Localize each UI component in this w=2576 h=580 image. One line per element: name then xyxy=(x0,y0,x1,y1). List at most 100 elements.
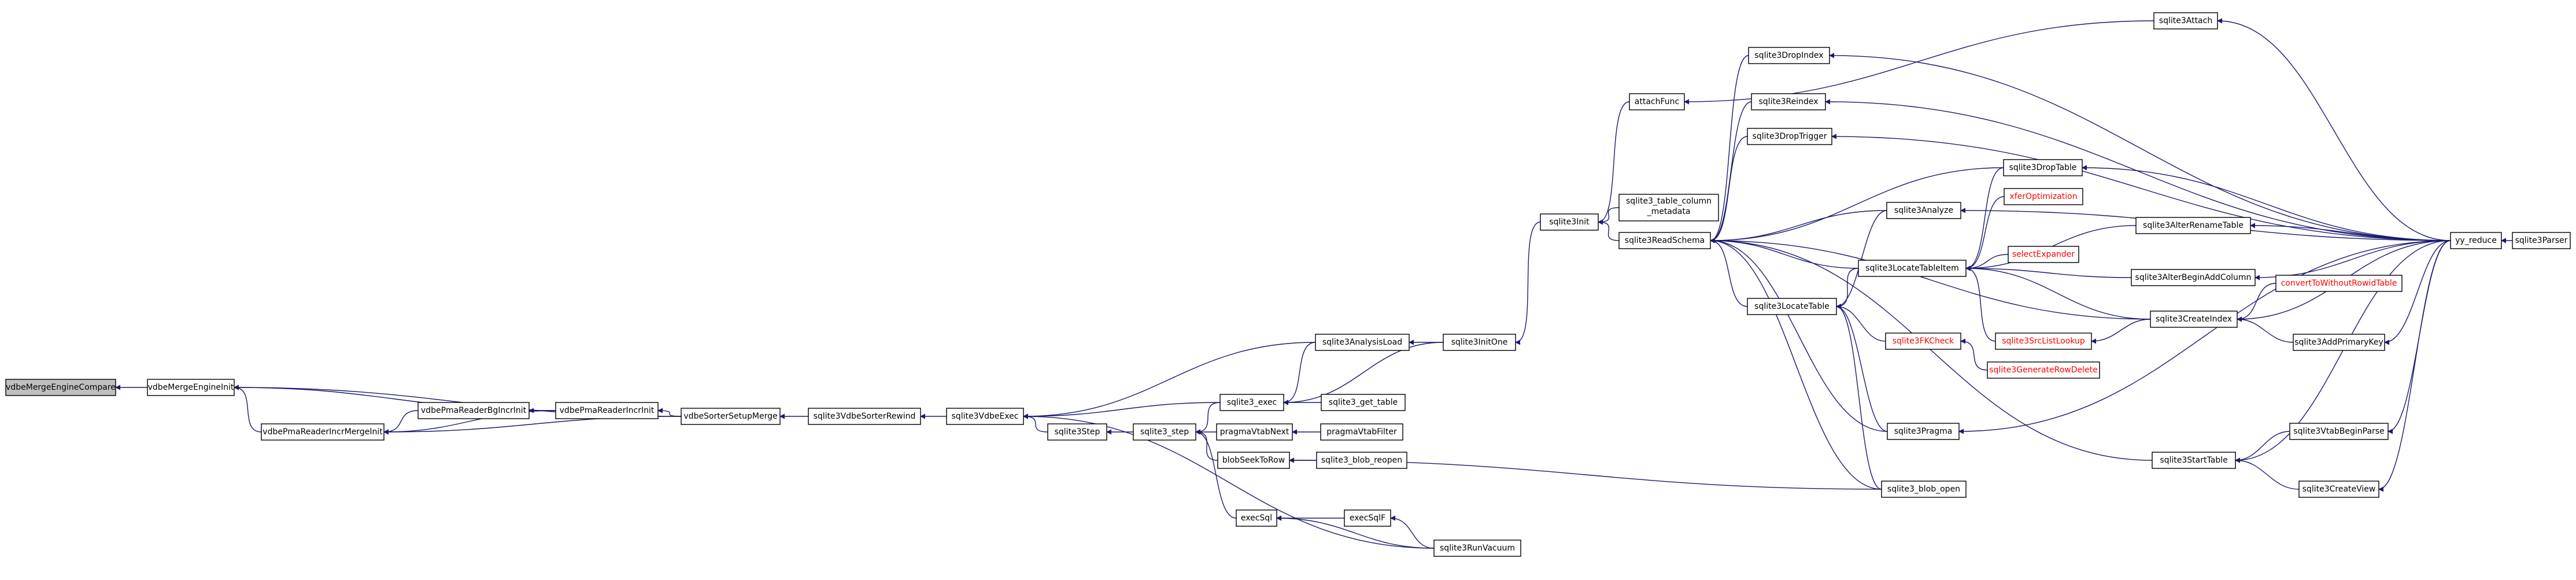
node-sqlite3-init[interactable]: sqlite3Init xyxy=(1540,213,1599,231)
edge-sqlite3-vtab-begin-parse-to-sqlite3-start-table xyxy=(2235,431,2290,463)
edge-yy-reduce-to-sqlite3-pragma xyxy=(1958,240,2451,434)
node-sqlite3-analyze[interactable]: sqlite3Analyze xyxy=(1886,202,1961,219)
node-vdbe-pma-reader-bg-incr-init[interactable]: vdbePmaReaderBgIncrInit xyxy=(417,402,530,419)
node-pragma-vtab-filter[interactable]: pragmaVtabFilter xyxy=(1320,423,1403,441)
node-sqlite3-analysis-load[interactable]: sqlite3AnalysisLoad xyxy=(1315,334,1410,351)
node-sqlite3-reindex[interactable]: sqlite3Reindex xyxy=(1751,93,1826,110)
node-sqlite3-parser[interactable]: sqlite3Parser xyxy=(2512,232,2571,249)
node-box xyxy=(2131,269,2256,286)
edge-sqlite3-src-list-lookup-to-sqlite3-locate-table-item xyxy=(1965,265,1996,342)
node-sqlite3-blob-reopen[interactable]: sqlite3_blob_reopen xyxy=(1316,452,1407,469)
node-vdbe-merge-engine-init[interactable]: vdbeMergeEngineInit xyxy=(147,379,235,396)
edge-sqlite3-run-vacuum-to-exec-sql xyxy=(1276,515,1435,549)
node-xfer-optimization[interactable]: xferOptimization xyxy=(2004,188,2083,205)
node-sqlite3-create-view[interactable]: sqlite3CreateView xyxy=(2298,481,2379,498)
node-sqlite3-attach[interactable]: sqlite3Attach xyxy=(2153,12,2218,29)
edge-sqlite3-analysis-load-to-sqlite3-vdbe-exec xyxy=(1023,342,1316,419)
node-label: sqlite3GenerateRowDelete xyxy=(1989,365,2097,375)
node-box xyxy=(2293,334,2385,351)
node-sqlite3-step[interactable]: sqlite3Step xyxy=(1047,423,1107,441)
node-box xyxy=(2008,246,2079,263)
node-sqlite3-src-list-lookup[interactable]: sqlite3SrcListLookup xyxy=(1995,333,2092,350)
node-attach-func[interactable]: attachFunc xyxy=(1629,93,1685,110)
edge-sqlite3-table-column-metadata-to-sqlite3-init xyxy=(1598,207,1620,225)
edge-vdbe-sorter-setup-merge-to-vdbe-pma-reader-incr-init xyxy=(657,408,682,417)
node-box xyxy=(1751,93,1826,110)
edge-sqlite3-locate-table-to-sqlite3-read-schema xyxy=(1710,238,1748,307)
node-sqlite3-locate-table-item[interactable]: sqlite3LocateTableItem xyxy=(1858,260,1967,277)
node-pragma-vtab-next[interactable]: pragmaVtabNext xyxy=(1216,423,1293,441)
node-box xyxy=(1219,394,1284,411)
node-sqlite3-add-primary-key[interactable]: sqlite3AddPrimaryKey xyxy=(2293,334,2385,351)
edge-sqlite3-generate-row-delete-to-sqlite3-fkcheck xyxy=(1960,338,1988,371)
node-yy-reduce[interactable]: yy_reduce xyxy=(2450,232,2502,249)
node-box xyxy=(2153,12,2218,29)
node-label: sqlite3SrcListLookup xyxy=(2002,337,2085,346)
node-exec-sql-f[interactable]: execSqlF xyxy=(1344,509,1391,527)
edge-yy-reduce-to-sqlite3-add-primary-key xyxy=(2384,240,2451,345)
node-sqlite3-vdbe-sorter-rewind[interactable]: sqlite3VdbeSorterRewind xyxy=(808,408,921,425)
edge-sqlite3-create-index-to-sqlite3-locate-table-item xyxy=(1965,265,2151,320)
node-sqlite3-fkcheck[interactable]: sqlite3FKCheck xyxy=(1885,333,1961,350)
node-label: sqlite3AlterBeginAddColumn xyxy=(2135,273,2252,282)
edge-sqlite3-reindex-to-sqlite3-read-schema xyxy=(1710,101,1752,243)
node-convert-to-without-rowid-table[interactable]: convertToWithoutRowidTable xyxy=(2275,275,2403,292)
node-vdbe-pma-reader-incr-init[interactable]: vdbePmaReaderIncrInit xyxy=(555,402,659,419)
edge-sqlite3-drop-table-to-sqlite3-locate-table-item xyxy=(1965,167,2004,271)
node-sqlite3-alter-rename-table[interactable]: sqlite3AlterRenameTable xyxy=(2135,217,2251,234)
node-label: vdbeSorterSetupMerge xyxy=(683,412,777,421)
node-box xyxy=(2003,159,2083,176)
node-label: execSql xyxy=(1241,513,1272,523)
node-box xyxy=(1236,509,1277,527)
node-sqlite3-read-schema[interactable]: sqlite3ReadSchema xyxy=(1618,232,1711,249)
node-sqlite3-pragma[interactable]: sqlite3Pragma xyxy=(1887,423,1960,440)
node-sqlite3-blob-open[interactable]: sqlite3_blob_open xyxy=(1881,481,1967,498)
node-label: vdbeMergeEngineInit xyxy=(148,383,234,392)
node-blob-seek-to-row[interactable]: blobSeekToRow xyxy=(1217,452,1290,469)
edge-sqlite3-drop-table-to-sqlite3-read-schema xyxy=(1710,167,2004,243)
node-sqlite3-drop-index[interactable]: sqlite3DropIndex xyxy=(1748,47,1830,64)
edge-sqlite3-exec-to-sqlite3-vdbe-exec xyxy=(1023,402,1221,419)
node-sqlite3-generate-row-delete[interactable]: sqlite3GenerateRowDelete xyxy=(1987,361,2100,379)
edge-yy-reduce-to-sqlite3-drop-table xyxy=(2082,165,2451,241)
node-sqlite3-locate-table[interactable]: sqlite3LocateTable xyxy=(1747,298,1837,315)
node-sqlite3-drop-table[interactable]: sqlite3DropTable xyxy=(2003,159,2083,176)
edge-sqlite3-alter-begin-add-column-to-sqlite3-locate-table-item xyxy=(1965,265,2132,278)
node-sqlite3-vtab-begin-parse[interactable]: sqlite3VtabBeginParse xyxy=(2289,423,2389,440)
edge-sqlite3-analyze-to-sqlite3-read-schema xyxy=(1710,210,1887,243)
edge-sqlite3-create-index-to-sqlite3-read-schema xyxy=(1710,238,2151,320)
node-sqlite3-create-index[interactable]: sqlite3CreateIndex xyxy=(2150,311,2238,328)
node-sqlite3-vdbe-exec[interactable]: sqlite3VdbeExec xyxy=(946,408,1024,425)
node-label: sqlite3AlterRenameTable xyxy=(2143,221,2244,230)
edge-yy-reduce-to-sqlite3-attach xyxy=(2217,18,2451,241)
node-box xyxy=(1629,93,1685,110)
node-label: sqlite3Attach xyxy=(2159,16,2212,25)
node-vdbe-pma-reader-incr-merge-init[interactable]: vdbePmaReaderIncrMergeInit xyxy=(261,423,385,441)
node-sqlite3-exec[interactable]: sqlite3_exec xyxy=(1219,394,1284,411)
node-sqlite3-get-table[interactable]: sqlite3_get_table xyxy=(1321,394,1406,411)
node-box xyxy=(417,402,530,419)
node-sqlite3-alter-begin-add-column[interactable]: sqlite3AlterBeginAddColumn xyxy=(2131,269,2256,286)
edge-sqlite3-exec-to-sqlite3-step xyxy=(1195,402,1221,435)
node-sqlite3-run-vacuum[interactable]: sqlite3RunVacuum xyxy=(1433,540,1521,557)
node-select-expander[interactable]: selectExpander xyxy=(2008,246,2079,263)
node-sqlite3-drop-trigger[interactable]: sqlite3DropTrigger xyxy=(1747,128,1832,145)
node-vdbe-sorter-setup-merge[interactable]: vdbeSorterSetupMerge xyxy=(681,408,781,425)
node-exec-sql[interactable]: execSql xyxy=(1236,509,1277,527)
edge-xfer-optimization-to-sqlite3-locate-table-item xyxy=(1965,196,2005,271)
node-box xyxy=(1320,423,1403,441)
edge-sqlite3-drop-trigger-to-sqlite3-read-schema xyxy=(1710,136,1748,243)
node-box xyxy=(1748,47,1830,64)
node-sqlite3-init-one[interactable]: sqlite3InitOne xyxy=(1443,334,1516,351)
node-sqlite3-step[interactable]: sqlite3_step xyxy=(1133,423,1196,441)
node-label: selectExpander xyxy=(2012,250,2075,259)
node-sqlite3-table-column-metadata[interactable]: sqlite3_table_column_metadata xyxy=(1618,194,1719,221)
node-sqlite3-start-table[interactable]: sqlite3StartTable xyxy=(2152,452,2236,469)
node-label: sqlite3RunVacuum xyxy=(1440,544,1515,553)
node-box xyxy=(2135,217,2251,234)
edge-attach-func-to-sqlite3-init xyxy=(1598,101,1630,225)
node-label: pragmaVtabNext xyxy=(1220,427,1289,437)
node-label: sqlite3VdbeExec xyxy=(952,412,1019,421)
